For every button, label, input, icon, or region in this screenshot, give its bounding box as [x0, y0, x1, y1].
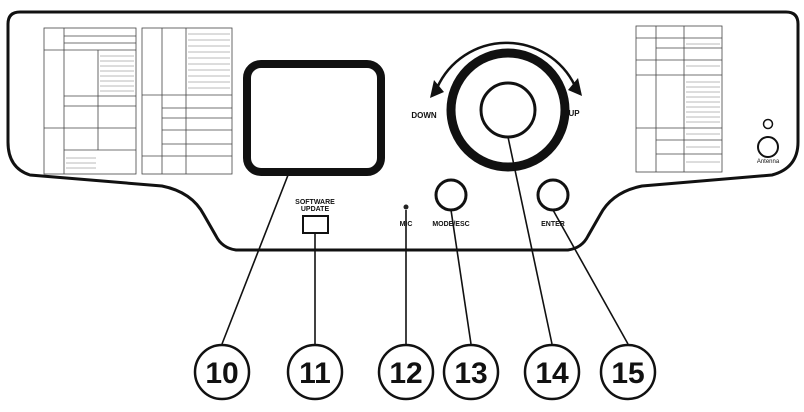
callout-circle-12 — [377, 343, 435, 401]
mic-hole — [403, 204, 409, 210]
antenna-button[interactable] — [757, 136, 779, 158]
callout-circle-14 — [523, 343, 581, 401]
right-menu-fine-print — [686, 43, 720, 163]
rotation-arrow-arc — [435, 41, 577, 89]
antenna-label: Antenna — [757, 159, 780, 165]
callout-number-11: 11 — [299, 357, 331, 390]
callout-circle-10 — [193, 343, 251, 401]
software-update-port[interactable] — [302, 215, 329, 234]
callout-number-15: 15 — [611, 357, 644, 390]
callout-number-14: 14 — [535, 357, 569, 390]
antenna-led — [762, 118, 774, 130]
up-label: UP — [568, 109, 580, 118]
software-update-label-line2: UPDATE — [301, 206, 330, 213]
leader-line-10 — [221, 169, 291, 345]
arrow-right-head-icon — [568, 78, 582, 96]
callout-number-12: 12 — [389, 357, 422, 390]
callout-number-10: 10 — [205, 357, 238, 390]
callout-circle-13 — [442, 343, 500, 401]
left-menu-table — [43, 27, 233, 175]
leader-line-13 — [450, 209, 472, 345]
down-label: DOWN — [411, 111, 437, 120]
panel-outline — [6, 10, 800, 252]
jog-dial-inner — [479, 81, 537, 139]
leader-line-14 — [507, 136, 553, 345]
right-menu-table — [635, 25, 723, 173]
leader-lines — [221, 136, 629, 345]
enter-button[interactable] — [536, 178, 570, 212]
left-menu-fine-print — [66, 33, 230, 169]
enter-label: ENTER — [541, 221, 565, 228]
lcd-display — [243, 60, 385, 176]
callout-circle-11 — [286, 343, 344, 401]
leader-line-15 — [552, 209, 629, 345]
mode-esc-button[interactable] — [434, 178, 468, 212]
mode-esc-label: MODE/ESC — [432, 221, 469, 228]
callout-number-13: 13 — [454, 357, 487, 390]
arrow-left-head-icon — [430, 80, 444, 98]
callout-circles — [193, 343, 657, 401]
software-update-label-line1: SOFTWARE — [295, 199, 335, 206]
callout-circle-15 — [599, 343, 657, 401]
